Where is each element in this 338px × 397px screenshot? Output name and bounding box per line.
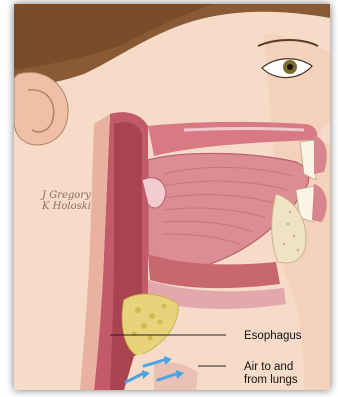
signature-line-2: K Holoski: [42, 201, 91, 212]
signature-line-1: J Gregory: [42, 190, 91, 201]
air-label: Air to and from lungs: [244, 361, 298, 387]
artist-signature: J Gregory K Holoski: [42, 190, 91, 212]
air-label-line-2: from lungs: [244, 374, 298, 387]
anatomy-illustration: J Gregory K Holoski Esophagus Air to and…: [14, 4, 330, 390]
air-label-line-1: Air to and: [244, 361, 298, 374]
esophagus-label: Esophagus: [244, 330, 302, 343]
